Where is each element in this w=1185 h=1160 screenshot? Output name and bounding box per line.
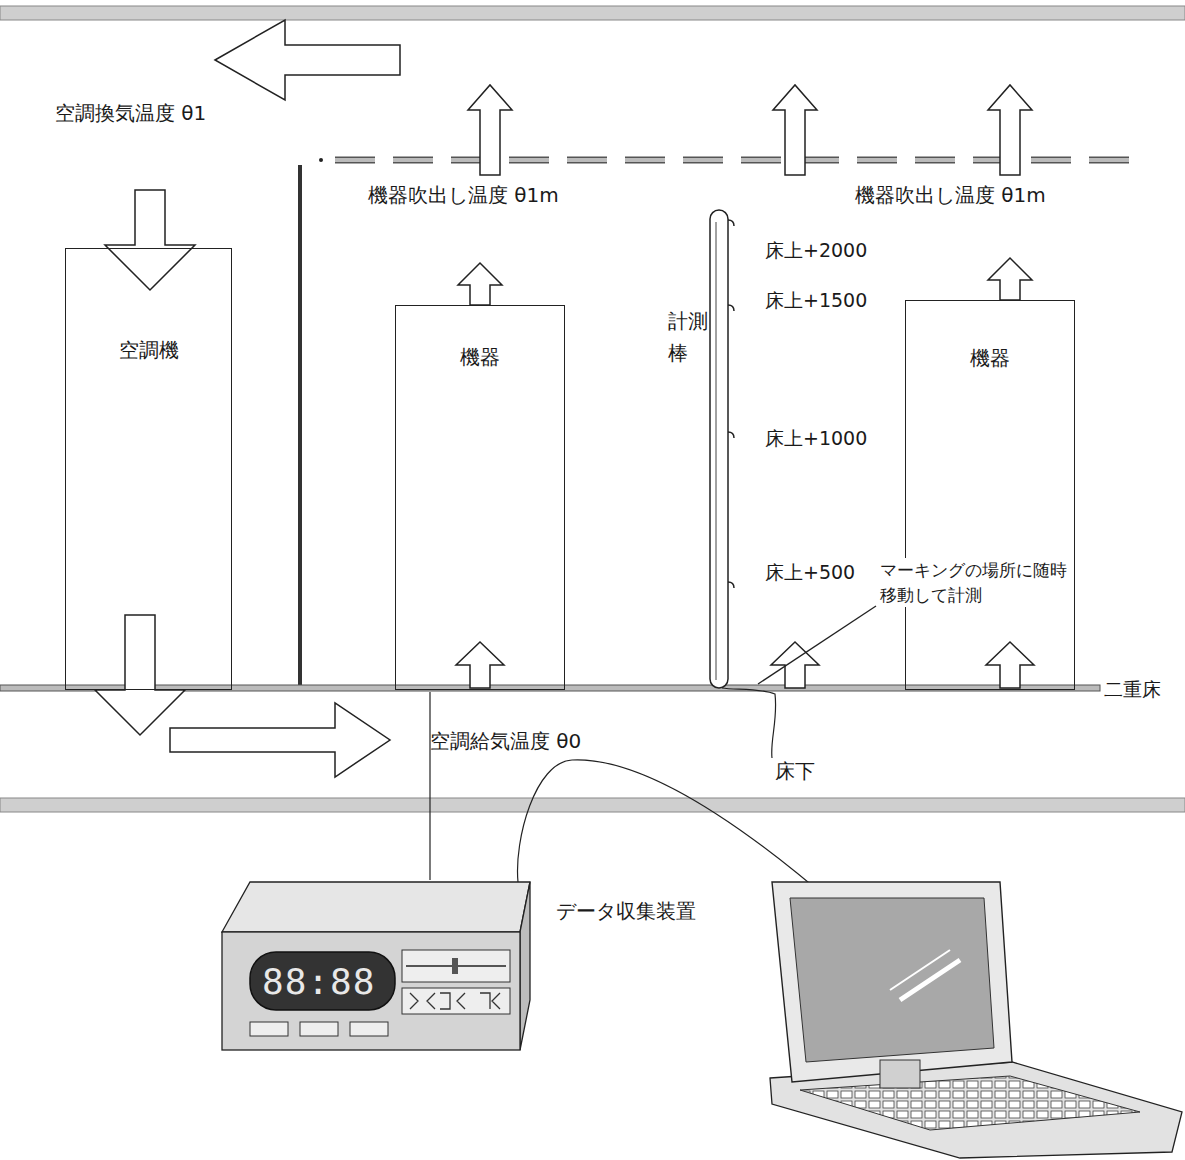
logger-slider-panel — [402, 950, 510, 982]
supply-arrow — [170, 703, 390, 777]
temperature-label: 機器吹出し温度 θ1m — [855, 182, 1046, 208]
logger-top — [222, 882, 530, 932]
logger-button — [350, 1022, 388, 1036]
logger-key-row — [402, 988, 510, 1014]
logger-button — [250, 1022, 288, 1036]
temperature-label: 機器吹出し温度 θ1m — [368, 182, 559, 208]
device-label: データ収集装置 — [556, 898, 696, 924]
height-mark: 床上+1500 — [765, 288, 867, 313]
return-arrow — [215, 20, 400, 100]
measuring-rod — [710, 210, 728, 688]
height-mark: 床上+500 — [765, 560, 855, 585]
laptop-keyboard — [800, 1076, 1140, 1130]
equipment-box: 機器 — [905, 300, 1075, 690]
leader-line — [758, 606, 876, 684]
sensor-hooks — [728, 220, 734, 588]
sensor-wire — [722, 688, 776, 758]
partition-line — [298, 165, 302, 688]
height-mark: 床上+2000 — [765, 238, 867, 263]
sensor-wire — [429, 692, 430, 880]
ceiling-band — [0, 6, 1185, 20]
display-digits: 88:88 — [262, 959, 375, 1006]
box-label: 機器 — [906, 345, 1074, 371]
equipment-box: 空調機 — [65, 248, 232, 690]
slab-band — [0, 798, 1185, 812]
laptop-hinge — [880, 1060, 920, 1088]
logger-front — [222, 932, 520, 1050]
dot — [319, 158, 323, 162]
note: マーキングの場所に随時 移動して計測 — [880, 558, 1073, 607]
box-label: 空調機 — [66, 337, 231, 363]
laptop-screen — [790, 898, 994, 1062]
floor-label: 床下 — [775, 758, 815, 784]
laptop-lid — [772, 882, 1012, 1082]
logger-display — [250, 952, 395, 1010]
slider-knob — [452, 958, 458, 974]
exhaust-arrow — [468, 85, 512, 175]
logger-side — [520, 882, 530, 1050]
floor-arrow — [456, 642, 504, 688]
temperature-label: 空調給気温度 θ0 — [430, 728, 581, 754]
rod-label: 計測棒 — [668, 305, 714, 369]
box-label: 機器 — [396, 344, 564, 370]
equipment-box: 機器 — [395, 305, 565, 690]
intake-arrow — [105, 190, 195, 290]
floor-label: 二重床 — [1104, 677, 1161, 702]
exhaust-arrow — [773, 85, 817, 175]
outlet-arrow — [988, 258, 1032, 300]
outlet-arrow — [458, 263, 502, 305]
exhaust-arrow — [988, 85, 1032, 175]
logger-key-marks — [410, 993, 500, 1009]
logger-button — [300, 1022, 338, 1036]
floor-arrow — [986, 642, 1034, 688]
height-mark: 床上+1000 — [765, 426, 867, 451]
temperature-label: 空調換気温度 θ1 — [55, 100, 206, 126]
rod-wire — [716, 222, 717, 680]
screen-glare — [900, 960, 960, 1000]
screen-glare — [890, 950, 950, 990]
supply-arrow — [95, 615, 185, 735]
